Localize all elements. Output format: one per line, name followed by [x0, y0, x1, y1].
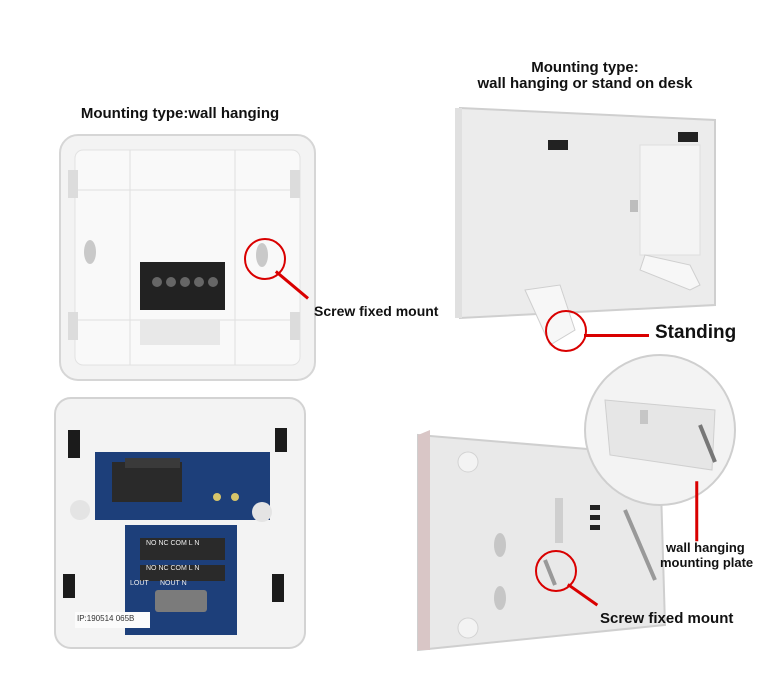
wall-hanging-plate-label-line2: mounting plate — [660, 555, 754, 570]
terminal-labels-row2: NO NC COM L N — [146, 565, 200, 572]
wall-plate-mount-view — [417, 354, 736, 652]
open-device-view — [54, 397, 306, 649]
mounting-type-title-line2: wall hanging or stand on desk — [477, 75, 693, 92]
wall-plate-back-view — [59, 134, 316, 381]
standing-leader — [584, 334, 649, 337]
terminal-labels-row1: NO NC COM L N — [146, 540, 200, 547]
lout-label: LOUT — [130, 580, 149, 587]
screw-mount-highlight-1 — [244, 238, 286, 280]
wall-hanging-plate-label-line1: wall hanging — [666, 540, 745, 555]
desk-stand-view — [455, 106, 716, 346]
standing-highlight — [545, 310, 587, 352]
plate-leader — [695, 481, 699, 542]
mounting-type-title-line1: Mounting type: — [531, 59, 639, 76]
screw-fixed-mount-label-1: Screw fixed mount — [314, 303, 439, 319]
screw-mount-highlight-2 — [535, 550, 577, 592]
nout-label: NOUT N — [160, 580, 187, 587]
screw-fixed-mount-label-2: Screw fixed mount — [600, 610, 734, 627]
wall-hanging-title: Mounting type:wall hanging — [80, 105, 280, 122]
standing-label: Standing — [655, 322, 737, 343]
serial-label: IP:190514 065B — [77, 614, 135, 623]
